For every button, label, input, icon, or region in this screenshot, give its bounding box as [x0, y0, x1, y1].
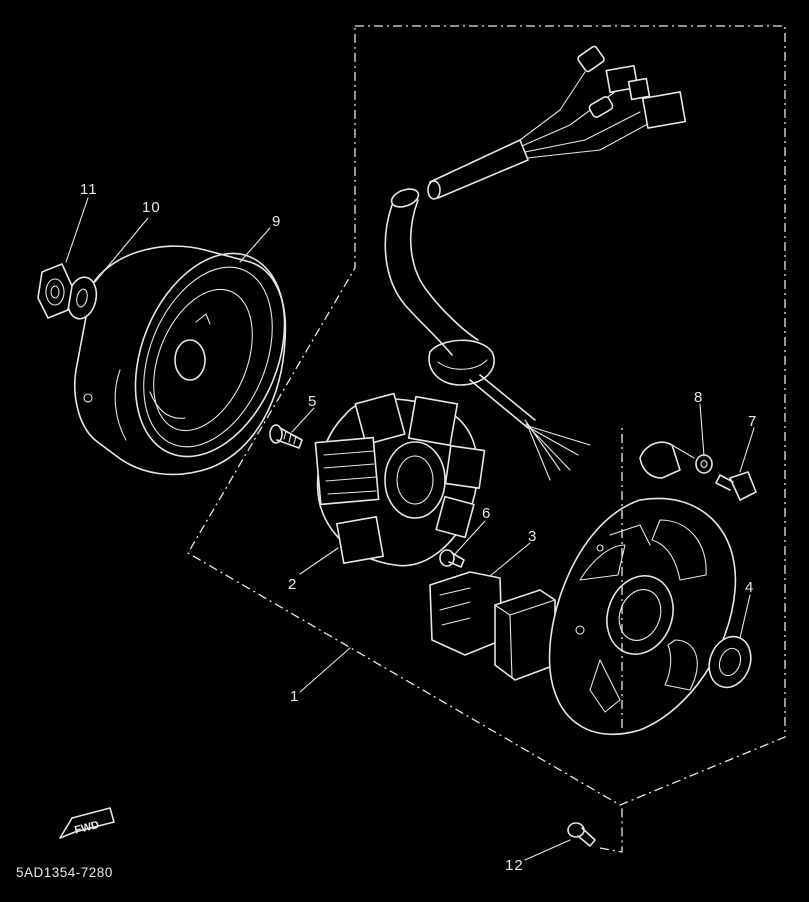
callout-2: 2: [288, 576, 297, 593]
callout-6: 6: [482, 505, 491, 522]
callout-1: 1: [290, 688, 299, 705]
leader-lines: [65, 197, 755, 861]
pickup-coil: [429, 571, 556, 681]
callout-3: 3: [528, 528, 537, 545]
callout-5: 5: [308, 393, 317, 410]
forward-label: FWD: [73, 819, 100, 837]
callout-8: 8: [694, 389, 703, 406]
stator-base-plate: [548, 497, 737, 735]
oil-seal: [708, 635, 752, 689]
diagram-code: 5AD1354-7280: [16, 865, 113, 880]
nut: [37, 263, 73, 319]
callout-7: 7: [748, 413, 757, 430]
pickup-screw: [439, 549, 465, 568]
callout-4: 4: [745, 579, 754, 596]
callout-11: 11: [80, 181, 98, 198]
clamp-screw: [715, 471, 757, 501]
clamp-washer: [695, 454, 713, 474]
forward-arrow: FWD: [59, 807, 115, 839]
lead-clamp: [639, 441, 695, 479]
base-plate-screw: [567, 822, 596, 847]
stator-coil: [314, 392, 486, 567]
wire-harness: [384, 45, 687, 481]
callout-12: 12: [505, 857, 524, 874]
flywheel-rotor: [74, 245, 287, 476]
callout-10: 10: [142, 199, 161, 216]
assembly-boundary: [187, 25, 786, 806]
stator-screw: [269, 424, 303, 449]
callout-9: 9: [272, 213, 281, 230]
